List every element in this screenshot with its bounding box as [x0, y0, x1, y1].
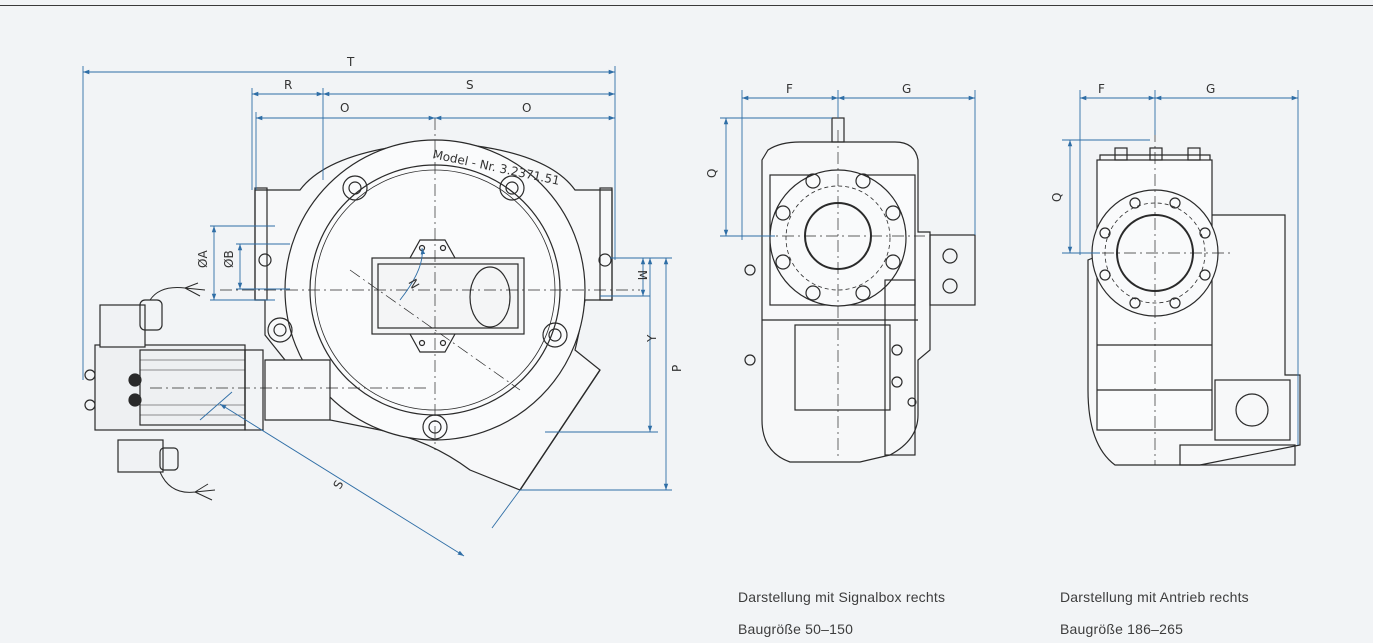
- caption-signalbox-title: Darstellung mit Signalbox rechts: [738, 589, 946, 605]
- dim-O-right: O: [522, 101, 531, 115]
- front-dimensions: [82, 66, 672, 557]
- dim-Q-side: Q: [705, 169, 719, 178]
- front-centerlines: [150, 118, 640, 450]
- dim-M: M: [635, 270, 649, 280]
- dim-O-left: O: [340, 101, 349, 115]
- dim-F-side: F: [786, 82, 793, 96]
- dim-Q-actuator: Q: [1050, 193, 1064, 202]
- caption-actuator-title: Darstellung mit Antrieb rechts: [1060, 589, 1249, 605]
- dim-G-side: G: [902, 82, 911, 96]
- actuator-view-centerlines: [1080, 130, 1230, 465]
- dim-dB: ØB: [222, 250, 236, 268]
- dim-P: P: [670, 365, 684, 372]
- side-view-actuator: [1087, 147, 1301, 466]
- dim-dA: ØA: [196, 250, 210, 268]
- actuator-view-dimensions: [1062, 90, 1299, 445]
- dim-T: T: [346, 55, 355, 69]
- side-view-dimensions: [720, 90, 976, 240]
- top-rule: [0, 5, 1373, 6]
- dim-Y: Y: [645, 334, 659, 343]
- dim-G-actuator: G: [1206, 82, 1215, 96]
- dim-F-actuator: F: [1098, 82, 1105, 96]
- side-view-signalbox: [744, 117, 976, 463]
- front-view: [84, 139, 613, 501]
- dim-S-top: S: [466, 78, 474, 92]
- caption-signalbox-size: Baugröße 50–150: [738, 621, 854, 637]
- dim-S-diagonal: S: [330, 478, 346, 492]
- side-view-centerlines: [760, 130, 925, 460]
- caption-actuator-size: Baugröße 186–265: [1060, 621, 1184, 637]
- dim-R: R: [284, 78, 292, 92]
